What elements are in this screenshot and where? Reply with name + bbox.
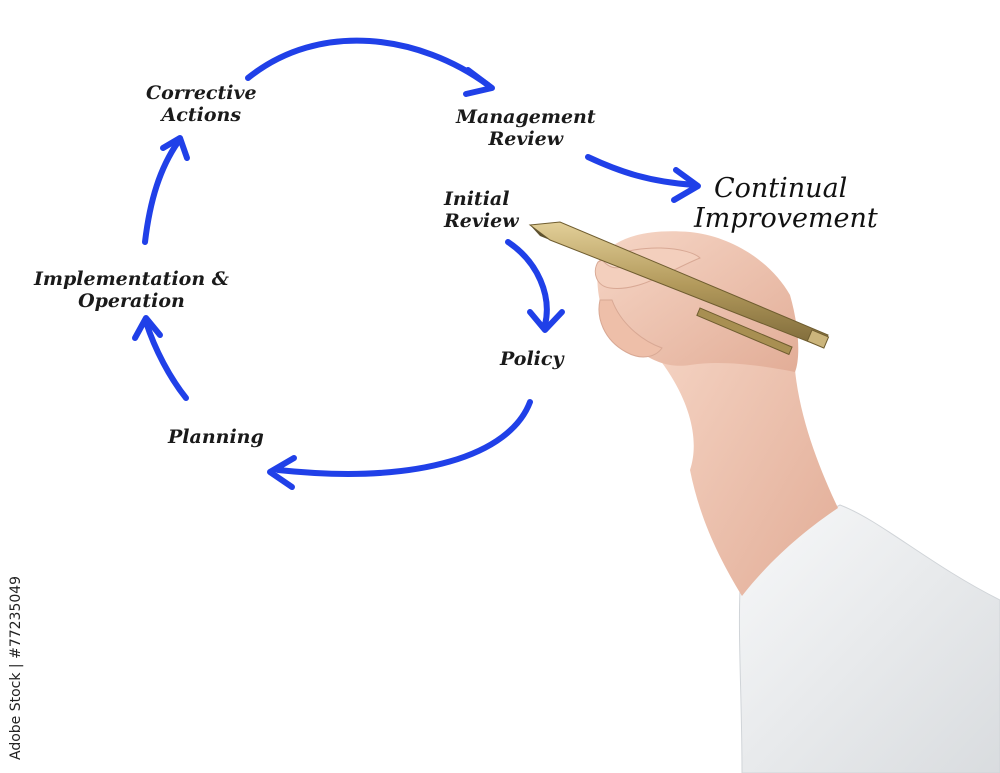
node-implementation-operation-line2: Operation (34, 290, 229, 312)
node-initial-review-line2: Review (444, 210, 519, 232)
outcome-line1: Continual (694, 174, 878, 204)
arrow-policy-to-planning (278, 402, 530, 474)
outcome-line2: Improvement (694, 204, 878, 234)
arrow-planning-to-implementation (146, 322, 186, 398)
node-management-review-line1: Management (456, 106, 596, 128)
node-initial-review-line1: Initial (444, 188, 519, 210)
node-management-review: Management Review (456, 106, 596, 150)
node-corrective-actions-line2: Actions (146, 104, 257, 126)
node-corrective-actions-line1: Corrective (146, 82, 257, 104)
node-policy-line1: Policy (500, 348, 564, 370)
node-initial-review: Initial Review (444, 188, 519, 232)
node-policy: Policy (500, 348, 564, 370)
arrow-corrective-to-management (248, 41, 488, 85)
node-implementation-operation-line1: Implementation & (34, 268, 229, 290)
node-management-review-line2: Review (456, 128, 596, 150)
stock-id-watermark: Adobe Stock | #77235049 (8, 576, 24, 760)
node-planning: Planning (168, 426, 264, 448)
node-implementation-operation: Implementation & Operation (34, 268, 229, 312)
node-corrective-actions: Corrective Actions (146, 82, 257, 126)
outcome-continual-improvement: Continual Improvement (694, 174, 878, 234)
node-planning-line1: Planning (168, 426, 264, 448)
arrow-implementation-to-corrective (145, 142, 178, 242)
